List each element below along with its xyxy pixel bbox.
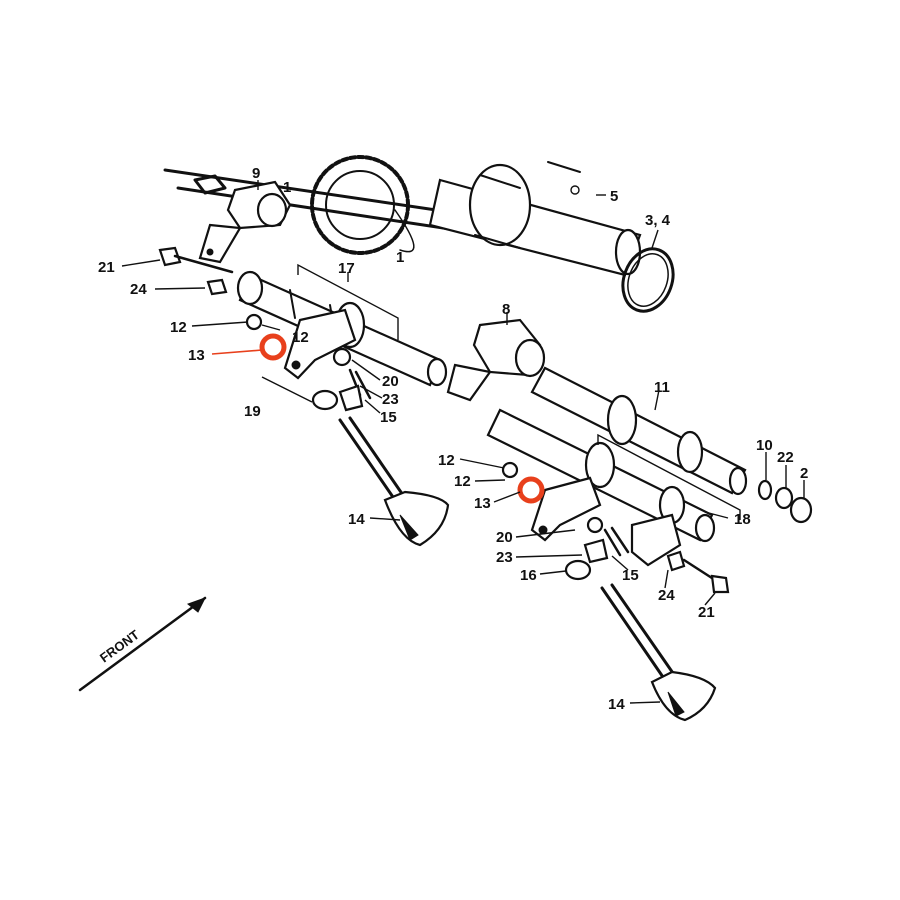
- callout-1-mid: 1: [396, 249, 404, 266]
- right-holder-8: [446, 318, 546, 402]
- callout-15-right: 15: [622, 567, 639, 584]
- callout-12-left-b: 12: [292, 329, 309, 346]
- callout-24-right: 24: [658, 587, 675, 604]
- callout-14-right: 14: [608, 696, 625, 713]
- callout-labels: 9 1 1 5 3, 4 21 24 17 12 12 13 20 23 15 …: [98, 165, 808, 713]
- front-arrow: FRONT: [78, 596, 207, 692]
- callout-14-left: 14: [348, 511, 365, 528]
- left-shim-24: [206, 278, 228, 296]
- callout-19-left: 19: [244, 403, 261, 420]
- right-nut-12: [501, 461, 519, 479]
- callout-23-right: 23: [496, 549, 513, 566]
- left-nut-12: [245, 313, 263, 331]
- callout-21-right: 21: [698, 604, 715, 621]
- washer-22: [774, 486, 794, 510]
- callout-24-left: 24: [130, 281, 147, 298]
- camshaft-assembly: [163, 155, 642, 277]
- callout-12-left-a: 12: [170, 319, 187, 336]
- callout-16: 16: [520, 567, 537, 584]
- callout-23-left: 23: [382, 391, 399, 408]
- callout-1-left: 1: [283, 179, 291, 196]
- callout-20-right: 20: [496, 529, 513, 546]
- callout-22: 22: [777, 449, 794, 466]
- callout-18: 18: [734, 511, 751, 528]
- leader-lines: [121, 180, 805, 704]
- callout-12-right-a: 12: [438, 452, 455, 469]
- callout-15-left: 15: [380, 409, 397, 426]
- callout-10: 10: [756, 437, 773, 454]
- highlight-13-left-leader: [211, 349, 263, 355]
- callout-20-left: 20: [382, 373, 399, 390]
- right-shaft-18: [486, 408, 716, 543]
- callout-5: 5: [610, 188, 618, 205]
- callout-2: 2: [800, 465, 808, 482]
- left-spring-seat-19: [311, 389, 339, 411]
- highlight-13-left: [259, 333, 287, 361]
- right-valve-14: [600, 583, 717, 722]
- callout-13-left: 13: [188, 347, 205, 364]
- right-adjust-screw: [583, 516, 630, 564]
- left-valve-14: [338, 416, 450, 547]
- right-rocker-arm: [530, 476, 682, 567]
- highlight-13-right: [517, 476, 545, 504]
- rocker-holder-9: [198, 180, 292, 264]
- callout-3-4: 3, 4: [645, 212, 671, 229]
- left-rocker-arm: [283, 308, 357, 380]
- callout-11: 11: [654, 379, 670, 396]
- callout-21-left: 21: [98, 259, 115, 276]
- washer-10: [757, 479, 773, 501]
- callout-12-right-b: 12: [454, 473, 471, 490]
- nut-2: [789, 496, 813, 524]
- right-shaft-11: [530, 366, 748, 496]
- left-bolt-21: [158, 246, 234, 274]
- left-adjust-screw: [332, 347, 372, 412]
- callout-8: 8: [502, 301, 510, 318]
- callout-17: 17: [338, 260, 355, 277]
- o-ring-3-4: [621, 247, 675, 313]
- right-bolt-21: [666, 550, 730, 594]
- right-spring-seat-16: [564, 559, 592, 581]
- callout-13-right: 13: [474, 495, 491, 512]
- callout-9-top: 9: [252, 165, 260, 182]
